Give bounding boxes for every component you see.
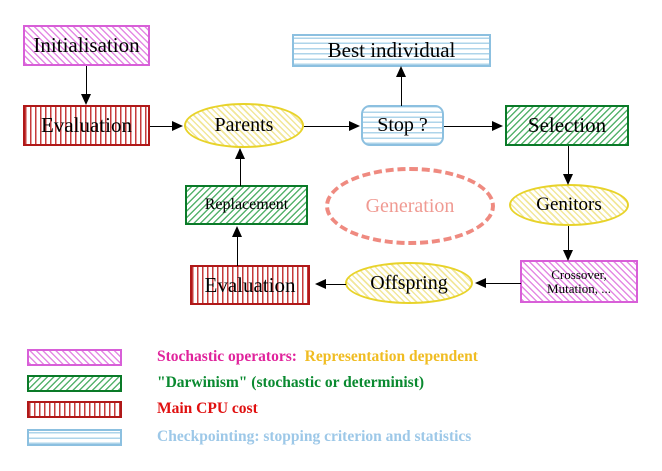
legend-swatch-stochastic-operators <box>27 348 122 366</box>
legend-swatch-main-cpu-cost <box>27 400 122 418</box>
node-crossover-mutation-label: Crossover, Mutation, ... <box>547 266 611 296</box>
arrow-evaluation-to-parents <box>172 121 183 131</box>
node-selection[interactable]: Selection <box>505 105 629 146</box>
node-best-individual-label: Best individual <box>327 38 456 63</box>
arrow-genitors-to-crossover <box>563 250 573 261</box>
legend-label-darwinism-text: "Darwinism" (stochastic or determinist) <box>157 374 425 391</box>
legend-row: Checkpointing: stopping criterion and st… <box>0 424 662 450</box>
node-evaluation-bottom-label: Evaluation <box>204 272 296 297</box>
edge-genitors-to-crossover <box>568 226 569 254</box>
arrow-replacement-to-parents <box>235 148 245 159</box>
edge-evaluation-to-replacement <box>237 234 238 266</box>
arrow-stop-to-best-individual <box>396 66 406 77</box>
node-offspring-label: Offspring <box>370 271 448 294</box>
edge-stop-to-selection <box>444 126 494 127</box>
node-replacement-label: Replacement <box>204 195 289 213</box>
arrow-evaluation-to-replacement <box>232 226 242 237</box>
arrow-initialisation-to-evaluation <box>81 94 91 105</box>
node-genitors-label: Genitors <box>536 194 602 216</box>
legend-label-checkpointing: Checkpointing: stopping criterion and st… <box>126 410 471 464</box>
edge-replacement-to-parents <box>240 157 241 186</box>
edge-evaluation-to-parents <box>150 126 176 127</box>
arrow-selection-to-genitors <box>563 174 573 185</box>
node-initialisation-label: Initialisation <box>33 33 140 58</box>
legend-row: Stochastic operators: Representation dep… <box>0 344 662 370</box>
node-replacement[interactable]: Replacement <box>185 185 308 225</box>
node-selection-label: Selection <box>527 113 607 138</box>
edge-selection-to-genitors <box>568 146 569 178</box>
node-evaluation-bottom[interactable]: Evaluation <box>190 265 310 305</box>
node-offspring[interactable]: Offspring <box>345 262 473 304</box>
legend-label-darwinism: "Darwinism" (stochastic or determinist) <box>126 356 424 410</box>
node-generation-label: Generation <box>365 194 455 217</box>
arrow-parents-to-stop <box>349 121 360 131</box>
edge-stop-to-best-individual <box>401 73 402 106</box>
node-stop[interactable]: Stop ? <box>361 105 444 146</box>
node-evaluation-top-label: Evaluation <box>41 113 132 138</box>
node-stop-label: Stop ? <box>377 114 428 136</box>
node-crossover-mutation[interactable]: Crossover, Mutation, ... <box>520 260 638 303</box>
arrow-crossover-to-offspring <box>475 278 486 288</box>
node-generation: Generation <box>325 167 495 245</box>
node-evaluation-top[interactable]: Evaluation <box>23 105 150 146</box>
legend-swatch-darwinism <box>27 374 122 392</box>
node-parents[interactable]: Parents <box>184 103 304 148</box>
arrow-offspring-to-evaluation <box>315 279 326 289</box>
edge-initialisation-to-evaluation <box>86 66 87 96</box>
legend-label-stochastic-operators-text: Stochastic operators: <box>157 348 297 365</box>
node-parents-label: Parents <box>214 114 274 136</box>
legend-swatch-checkpointing <box>27 428 122 446</box>
legend-row: "Darwinism" (stochastic or determinist) <box>0 370 662 396</box>
edge-parents-to-stop <box>304 126 352 127</box>
arrow-stop-to-selection <box>492 121 503 131</box>
node-best-individual[interactable]: Best individual <box>292 34 491 67</box>
node-genitors[interactable]: Genitors <box>509 184 629 226</box>
node-initialisation[interactable]: Initialisation <box>23 25 150 66</box>
legend-label-checkpointing-text: Checkpointing: stopping criterion and st… <box>157 428 472 445</box>
edge-offspring-to-evaluation <box>324 284 346 285</box>
legend-label-representation-dependent-text: Representation dependent <box>296 348 478 365</box>
legend-label-main-cpu-cost-text: Main CPU cost <box>157 400 258 417</box>
legend-label-main-cpu-cost: Main CPU cost <box>126 382 258 436</box>
legend-row: Main CPU cost <box>0 396 662 422</box>
legend-label-stochastic-operators: Stochastic operators: Representation dep… <box>126 330 478 384</box>
edge-crossover-to-offspring <box>484 283 521 284</box>
